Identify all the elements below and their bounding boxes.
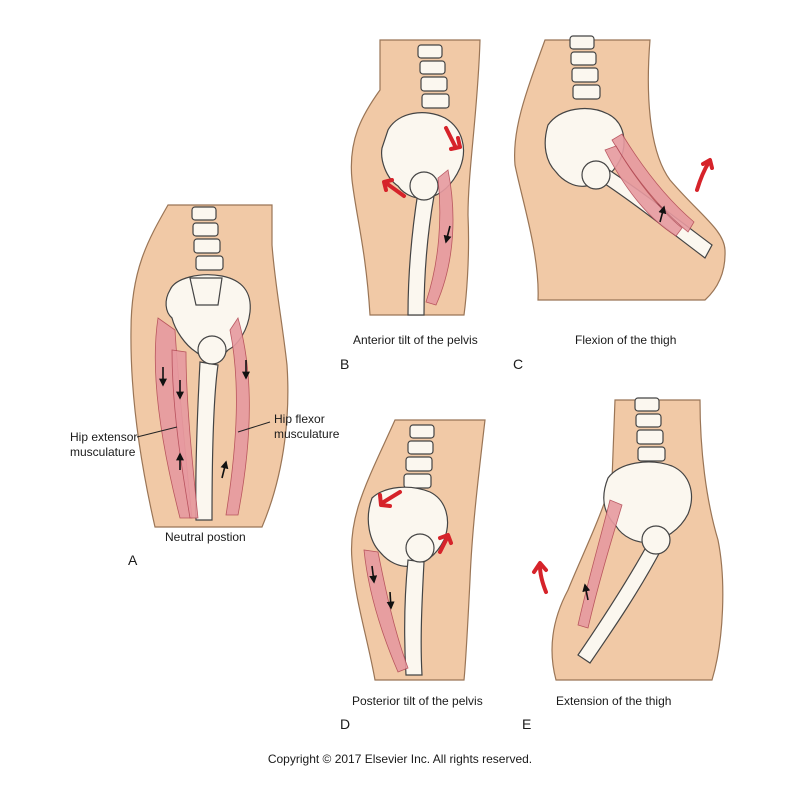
hip-flexor-label-line2: musculature: [274, 427, 340, 441]
panel-e-femoral-head: [641, 525, 671, 555]
copyright-notice: Copyright © 2017 Elsevier Inc. All right…: [267, 752, 533, 766]
panel-d-arrow: [386, 591, 395, 610]
panel-b-letter: B: [340, 356, 350, 372]
panel-c-letter: C: [513, 356, 524, 372]
panel-e-extensor-muscle: [577, 499, 623, 629]
panel-c-movement-arrow: [695, 158, 714, 192]
panel-a-femoral-head: [197, 335, 227, 365]
panel-c-flexor-muscle: [611, 133, 695, 233]
panel-b-arrow: [443, 225, 452, 244]
panel-c-arrow: [658, 205, 667, 223]
hip-flexor-label-line1: Hip flexor: [274, 412, 325, 426]
panel-b-caption: Anterior tilt of the pelvis: [353, 333, 478, 347]
panel-e-caption: Extension of the thigh: [556, 694, 672, 708]
panel-d-femur: [404, 559, 425, 676]
hip-flexor-label: Hip flexor musculature: [274, 412, 339, 442]
panel-d-femoral-head: [405, 533, 435, 563]
panel-a-hip-flexor-muscle: [225, 317, 250, 516]
panel-e-arrow: [582, 583, 591, 601]
panel-e-thigh-extension: [532, 397, 724, 681]
panel-d-spine: [403, 424, 435, 489]
panel-a-letter: A: [128, 552, 138, 568]
panel-d-movement-arrow: [378, 490, 402, 508]
panel-d-posterior-tilt: [350, 419, 486, 681]
panel-a-sacrum: [189, 277, 223, 306]
panel-e-femur: [577, 539, 663, 664]
hip-extensor-label-line1: Hip extensor: [70, 430, 138, 444]
hip-extensor-label-line2: musculature: [70, 445, 136, 459]
panel-b-movement-arrow: [444, 126, 462, 151]
panel-b-femoral-head: [409, 171, 439, 201]
panel-c-thigh-flexion: [513, 35, 726, 301]
panel-c-spine: [569, 35, 601, 100]
panel-d-arrow: [369, 565, 378, 584]
panel-a-spine: [191, 206, 224, 271]
panel-e-spine: [634, 397, 666, 462]
panel-e-movement-arrow: [532, 561, 548, 594]
panel-c-caption: Flexion of the thigh: [575, 333, 677, 347]
panel-b-anterior-tilt: [350, 39, 481, 316]
panel-a-femur: [195, 361, 219, 521]
panel-b-flexor-muscle: [425, 169, 454, 306]
hip-extensor-leader-line: [136, 426, 178, 438]
panel-c-femoral-head: [581, 160, 611, 190]
panel-b-femur: [407, 191, 435, 316]
panel-e-letter: E: [522, 716, 532, 732]
panel-a-arrow: [220, 460, 229, 479]
panel-d-caption: Posterior tilt of the pelvis: [352, 694, 483, 708]
hip-extensor-label: Hip extensor musculature: [70, 430, 137, 460]
panel-d-letter: D: [340, 716, 351, 732]
panel-d-movement-arrow-2: [438, 533, 453, 554]
panel-a-caption: Neutral postion: [165, 530, 246, 544]
hip-flexor-leader-line: [237, 421, 271, 433]
panel-a-pelvis: [165, 274, 251, 359]
panel-a-neutral: [130, 204, 289, 528]
panel-b-movement-arrow-2: [382, 178, 406, 198]
panel-b-spine: [417, 44, 450, 109]
